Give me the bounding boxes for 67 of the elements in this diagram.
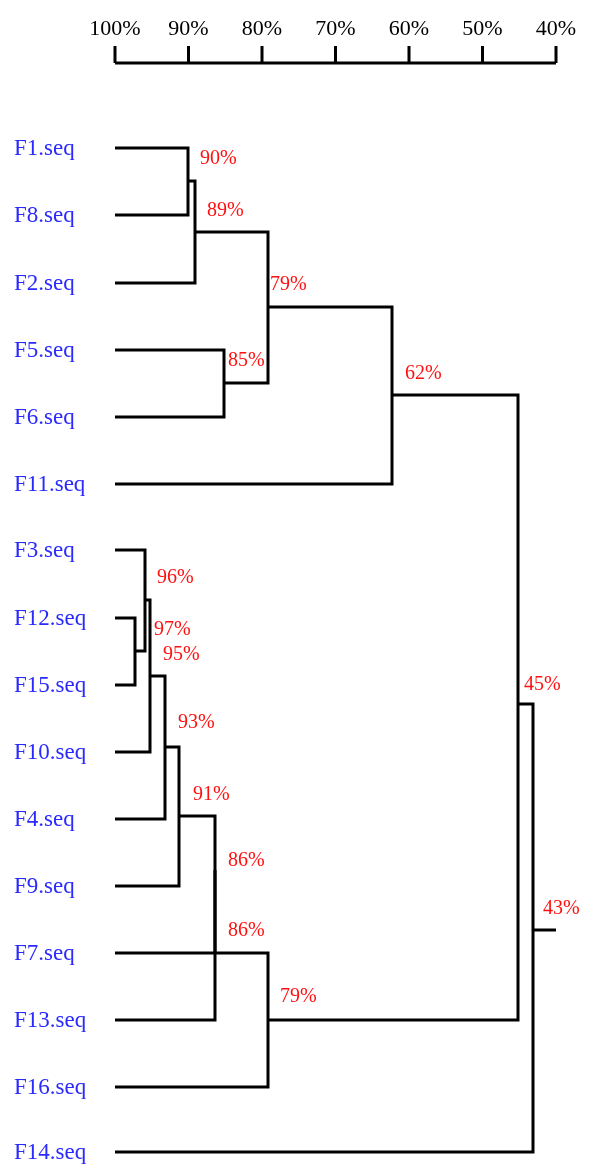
dendrogram-branch [115,348,226,383]
dendrogram-branch [195,230,270,307]
sequence-label: F8.seq [14,202,115,228]
dendrogram-branch [115,1020,270,1089]
dendrogram-branch [145,598,152,676]
similarity-value: 90% [188,146,237,181]
dendrogram-branch [268,704,520,1022]
similarity-value: 93% [165,710,215,747]
dendrogram-branch [115,383,226,419]
similarity-value: 79% [268,272,307,307]
sequence-label: F3.seq [14,537,115,563]
dendrogram-branch [213,868,217,953]
sequence-label: F6.seq [14,404,115,430]
similarity-value: 85% [224,348,265,383]
dendrogram-branch [115,747,167,821]
dendrogram-branch [135,600,147,653]
similarity-value: 43% [533,896,580,930]
axis-tick-label: 80% [240,16,284,40]
axis-tick-label: 100% [88,16,142,40]
dendrogram-branch [518,702,535,930]
dendrogram-branch [115,548,147,600]
sequence-label: F1.seq [14,135,115,161]
sequence-label: F11.seq [14,471,115,497]
dendrogram-branch [165,745,181,816]
dendrogram-branch [115,651,137,687]
dendrogram-branch [215,951,270,1020]
sequence-label: F15.seq [14,672,115,698]
axis-tick-label: 90% [167,16,210,40]
dendrogram-branch [392,393,520,704]
similarity-value: 95% [150,642,200,676]
sequence-label: F4.seq [14,806,115,832]
similarity-value: 86% [215,848,265,870]
dendrogram-branch [115,146,190,181]
similarity-value: 96% [145,565,194,600]
sequence-label: F5.seq [14,337,115,363]
similarity-value: 89% [195,198,244,232]
dendrogram-branch [188,179,197,232]
sequence-label: F7.seq [14,940,115,966]
dendrogram-branch [115,951,217,955]
sequence-label: F13.seq [14,1007,115,1033]
dendrogram-branch [115,676,152,754]
sequence-label: F16.seq [14,1074,115,1100]
sequence-label: F12.seq [14,605,115,631]
sequence-label: F2.seq [14,270,115,296]
dendrogram-branch [115,616,137,651]
dendrogram-branch [268,305,394,395]
sequence-label: F14.seq [14,1139,115,1164]
similarity-value: 79% [268,984,317,1020]
sequence-label: F9.seq [14,873,115,899]
axis-tick-label: 40% [534,16,578,40]
dendrogram-branch [179,814,217,870]
similarity-value: 45% [518,672,561,704]
dendrogram-branch [115,181,190,217]
dendrogram-branch [224,307,270,385]
dendrogram-branch [533,928,556,932]
similarity-value: 91% [179,782,230,816]
similarity-value: 62% [392,361,442,395]
similarity-value: 86% [215,918,265,953]
dendrogram-branch [150,674,167,747]
dendrogram-branch [115,930,535,1154]
dendrogram-branch [115,395,394,486]
dendrogram-branch [115,816,181,888]
axis-tick-label: 50% [461,16,504,40]
axis-tick-label: 60% [387,16,431,40]
dendrogram-branch [115,232,197,285]
sequence-label: F10.seq [14,739,115,765]
axis-tick-label: 70% [314,16,357,40]
